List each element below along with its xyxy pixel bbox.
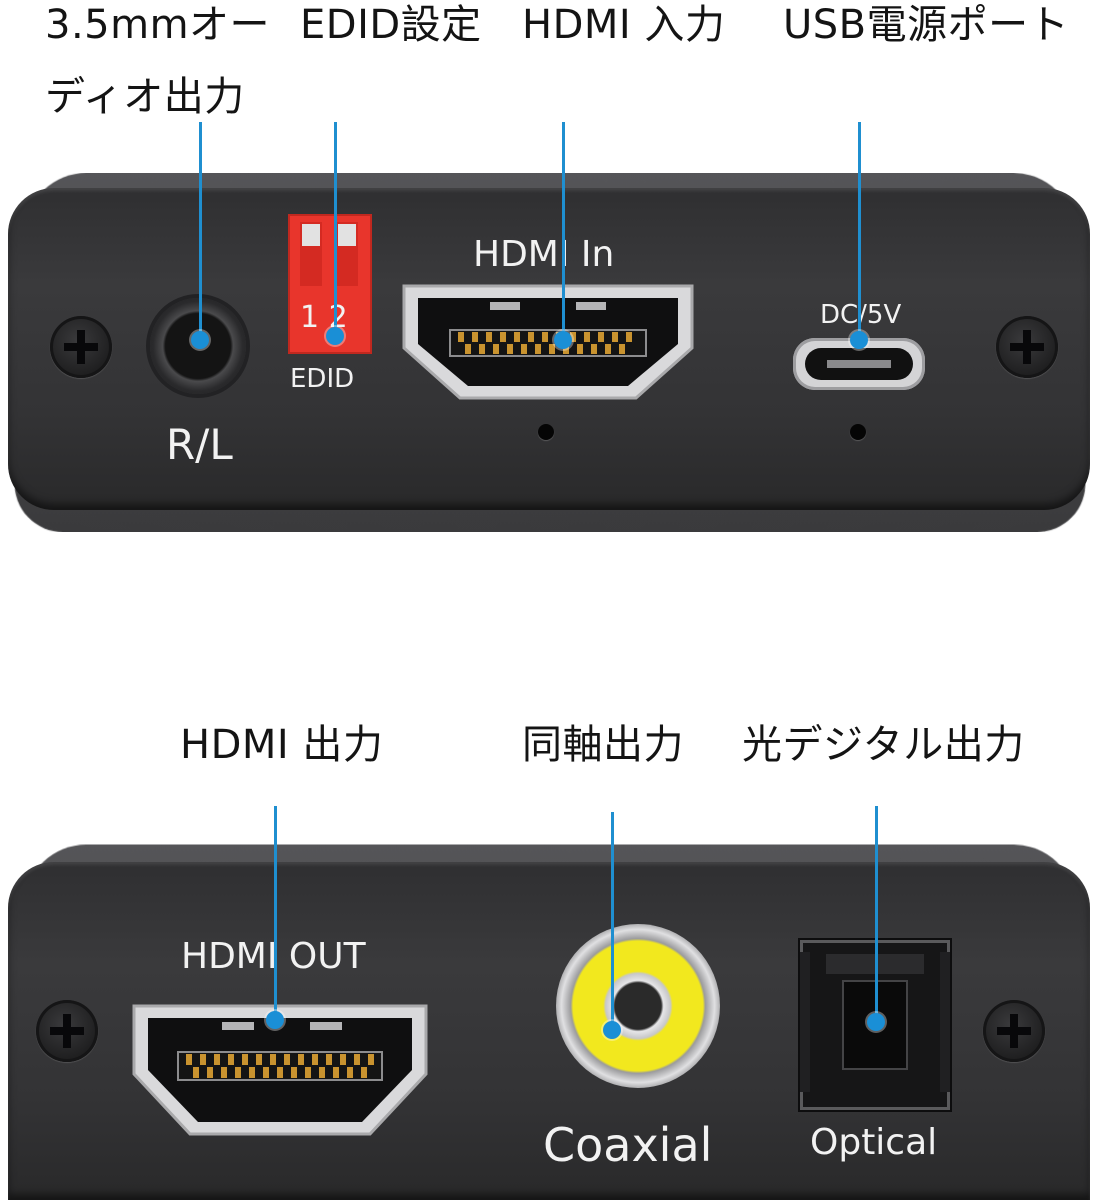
callout-hdmi-output: HDMI 出力 xyxy=(180,722,384,768)
edid-label: EDID xyxy=(290,364,355,394)
edid-dip-switch[interactable]: 1 2 xyxy=(288,214,372,354)
leader-dot-edid xyxy=(326,327,344,345)
hdmi-in-led xyxy=(538,424,554,440)
leader-dot-hdmi-in xyxy=(554,331,572,349)
hdmi-in-port[interactable] xyxy=(400,280,696,404)
leader-line-hdmi-in xyxy=(562,122,565,340)
callout-usb-power-port: USB電源ポート xyxy=(783,2,1070,48)
callout-coaxial-output: 同軸出力 xyxy=(522,722,684,768)
callout-hdmi-input: HDMI 入力 xyxy=(522,2,726,48)
screw-left-bottom xyxy=(36,1000,98,1062)
screw-right-top xyxy=(996,316,1058,378)
leader-line-edid xyxy=(334,122,337,336)
callout-edid-setting: EDID設定 xyxy=(300,2,482,48)
callout-audio-output-line1: 3.5mmオー xyxy=(45,2,271,48)
dip-switch-1[interactable] xyxy=(300,222,322,286)
leader-dot-optical xyxy=(867,1013,885,1031)
micro-usb-power-port[interactable] xyxy=(793,338,925,390)
callout-optical-output: 光デジタル出力 xyxy=(742,722,1025,768)
leader-dot-audio xyxy=(191,331,209,349)
hdmi-out-label: HDMI OUT xyxy=(181,936,366,977)
leader-line-usb-power xyxy=(858,122,861,340)
leader-line-coaxial xyxy=(611,812,614,1030)
leader-dot-usb-power xyxy=(850,331,868,349)
hdmi-out-port[interactable] xyxy=(130,1000,430,1140)
dip-switch-2[interactable] xyxy=(336,222,358,286)
audio-jack-label: R/L xyxy=(166,420,233,469)
usb-power-led xyxy=(850,424,866,440)
leader-dot-coaxial xyxy=(603,1021,621,1039)
screw-right-bottom xyxy=(983,1000,1045,1062)
coaxial-rca-port[interactable] xyxy=(556,924,720,1088)
hdmi-in-label: HDMI In xyxy=(473,234,615,275)
leader-line-optical xyxy=(875,806,878,1022)
screw-left-top xyxy=(50,316,112,378)
top-device-panel: R/L 1 2 EDID HDMI In DC/5V xyxy=(8,188,1090,510)
bottom-device-panel: HDMI OUT Coaxial Optical xyxy=(8,862,1090,1200)
coaxial-label: Coaxial xyxy=(543,1118,713,1172)
callout-audio-output-line2: ディオ出力 xyxy=(45,74,245,120)
leader-line-audio xyxy=(199,122,202,340)
optical-label: Optical xyxy=(810,1122,938,1163)
leader-line-hdmi-out xyxy=(274,806,277,1020)
leader-dot-hdmi-out xyxy=(266,1011,284,1029)
